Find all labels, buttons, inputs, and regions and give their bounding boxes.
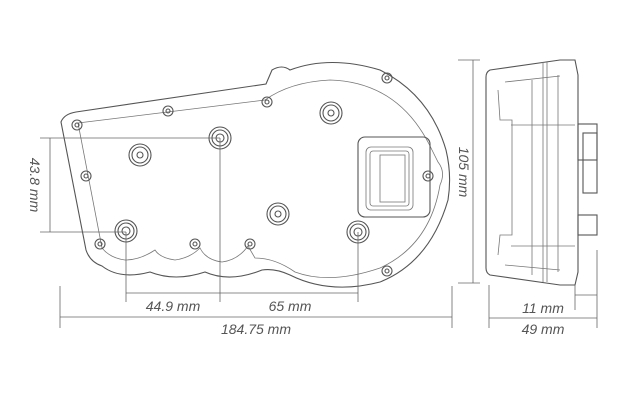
height-offset-label: 43.8 mm (27, 158, 43, 213)
total-depth-label: 49 mm (522, 321, 565, 337)
hole-spacing-right-label: 65 mm (269, 298, 312, 314)
connector-depth-label: 11 mm (522, 300, 564, 316)
dimension-labels: 43.8 mm 44.9 mm 65 mm 184.75 mm 105 mm 1… (27, 147, 565, 337)
total-width-label: 184.75 mm (221, 321, 291, 337)
dimension-lines (40, 59, 598, 328)
front-view (60, 61, 451, 288)
connector (357, 136, 431, 218)
hole-spacing-left-label: 44.9 mm (146, 298, 201, 314)
mounting-bosses (114, 101, 370, 244)
mounting-screws (71, 72, 434, 277)
total-height-label: 105 mm (456, 147, 472, 198)
side-view (485, 59, 598, 286)
